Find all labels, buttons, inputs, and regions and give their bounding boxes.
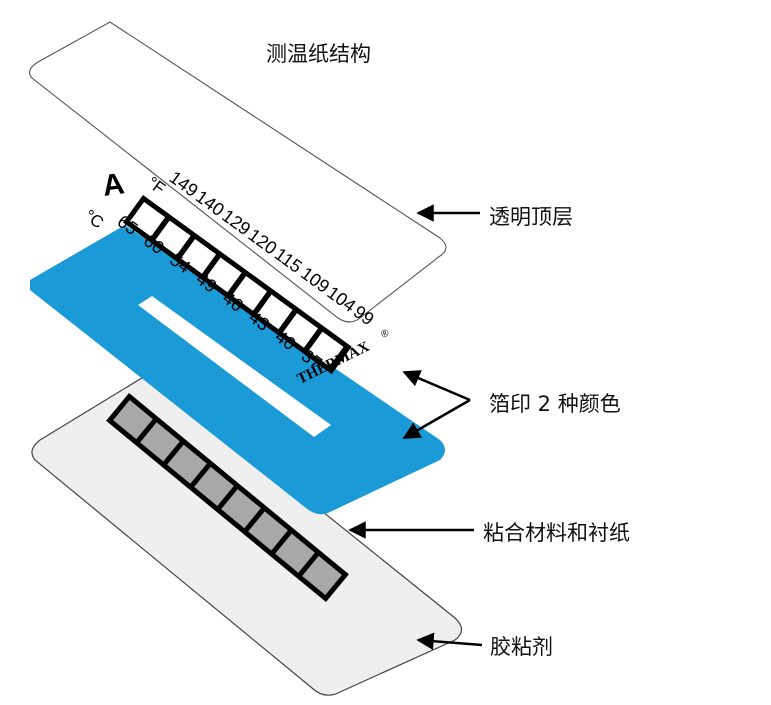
fahrenheit-value: 115 (271, 244, 306, 277)
backing-cell (113, 400, 153, 440)
label-adhesive-backing: 粘合材料和衬纸 (483, 521, 630, 545)
backing-cell (221, 489, 261, 529)
backing-strip (106, 393, 349, 603)
fahrenheit-symbol: °F (144, 173, 169, 198)
label-print-colors: 箔印 2 种颜色 (489, 392, 621, 416)
indicator-cell (282, 313, 319, 348)
backing-cell (275, 533, 315, 573)
arrow-glue (416, 632, 483, 650)
thermometer-strip (123, 195, 352, 375)
backing-cell (167, 444, 207, 484)
indicator-cell (308, 331, 344, 367)
arrow-print-down (402, 398, 471, 440)
label-glue: 胶粘剂 (490, 635, 553, 659)
diagram-title: 测温纸结构 (266, 42, 371, 66)
backing-cell (140, 422, 180, 462)
label-top-layer: 透明顶层 (489, 205, 573, 229)
registered-mark: ® (379, 327, 391, 340)
indicator-cell (206, 257, 242, 293)
arrow-print-up (402, 370, 471, 402)
indicator-cell (155, 220, 191, 256)
transparent-top-layer (29, 21, 447, 323)
celsius-symbol: °C (81, 206, 108, 233)
backing-cell (302, 555, 342, 596)
indicator-cell (257, 294, 293, 330)
blue-layer-slot (138, 296, 331, 437)
unit-letter: A (100, 167, 126, 203)
backing-cell (194, 466, 234, 506)
indicator-cell (129, 201, 166, 237)
indicator-cell (231, 276, 268, 311)
indicator-cell (180, 239, 217, 274)
backing-cell (248, 511, 288, 551)
